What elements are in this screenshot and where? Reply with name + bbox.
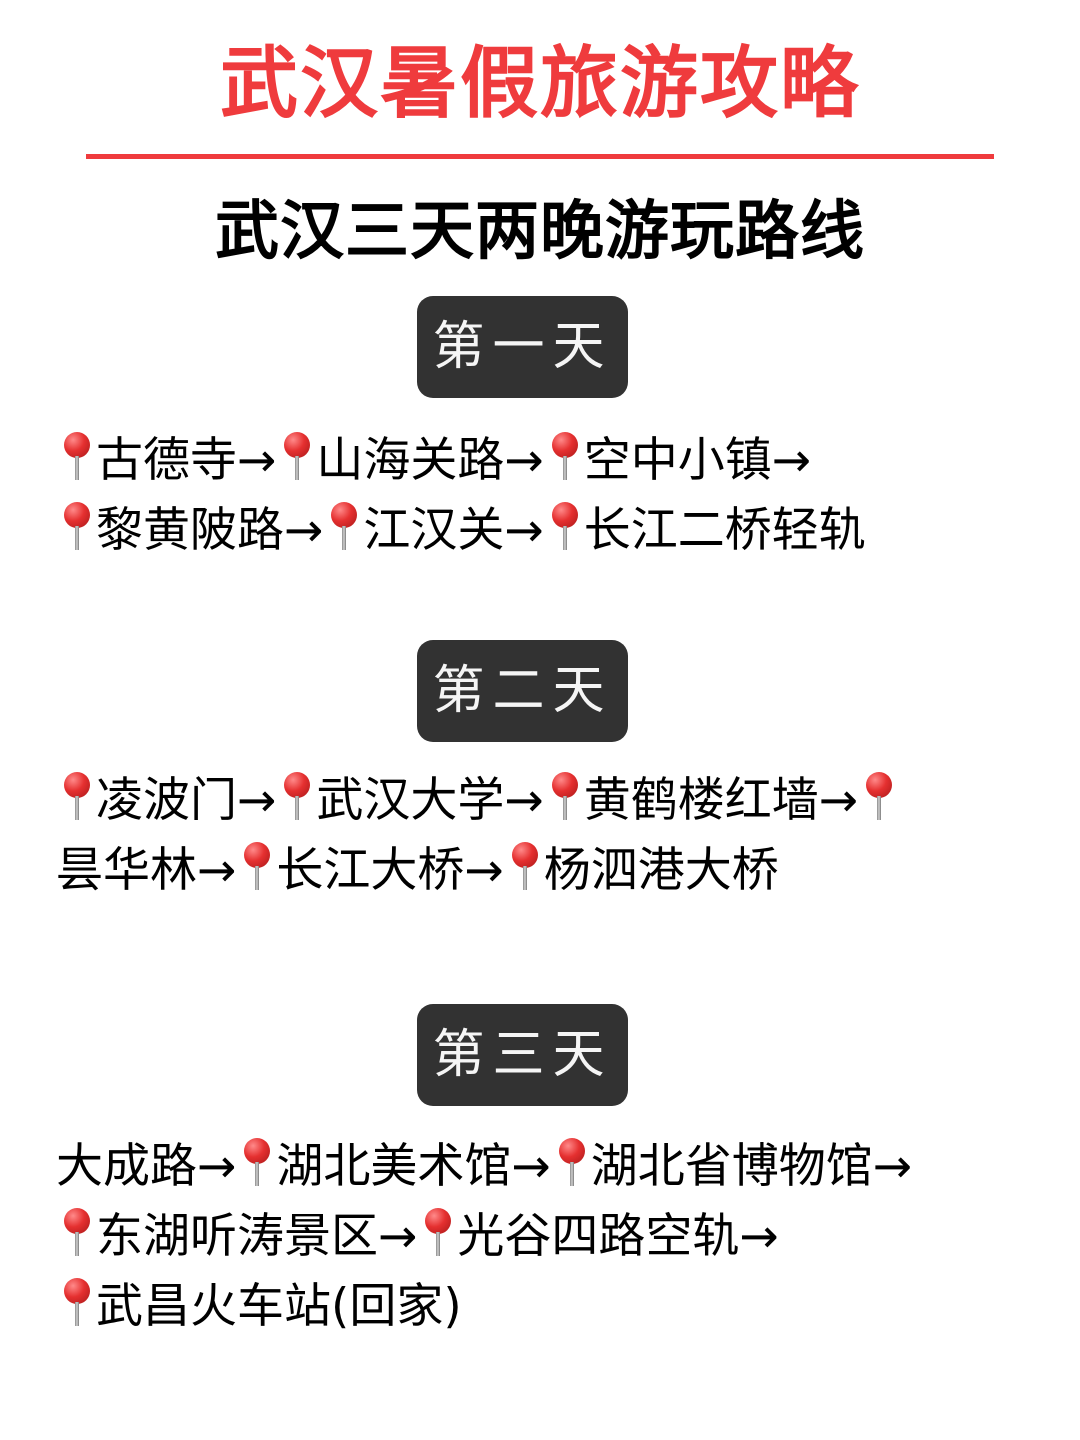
round-pushpin-icon [56, 1206, 96, 1256]
arrow-icon: → [237, 433, 277, 488]
arrow-icon: → [504, 433, 544, 488]
round-pushpin-icon [56, 1276, 96, 1326]
day-1-route: 古德寺→山海关路→空中小镇→黎黄陂路→江汉关→长江二桥轻轨 [56, 426, 1036, 566]
round-pushpin-icon [544, 500, 584, 550]
arrow-icon: → [378, 1209, 418, 1264]
arrow-icon: → [504, 773, 544, 828]
round-pushpin-icon [504, 840, 544, 890]
round-pushpin-icon [56, 770, 96, 820]
route-line: 大成路→湖北美术馆→湖北省博物馆→ [56, 1132, 1036, 1202]
route-stop: 长江二桥轻轨 [583, 503, 866, 558]
round-pushpin-icon [56, 430, 96, 480]
day-1-badge: 第一天 [417, 296, 628, 398]
day-3-route: 大成路→湖北美术馆→湖北省博物馆→东湖听涛景区→光谷四路空轨→武昌火车站(回家) [56, 1132, 1036, 1342]
round-pushpin-icon [551, 1136, 591, 1186]
round-pushpin-icon [236, 840, 276, 890]
title-divider [86, 154, 994, 159]
arrow-icon: → [464, 843, 504, 898]
round-pushpin-icon [417, 1206, 457, 1256]
arrow-icon: → [197, 1139, 237, 1194]
round-pushpin-icon [323, 500, 363, 550]
arrow-icon: → [504, 503, 544, 558]
route-stop: 武汉大学 [316, 773, 505, 828]
route-stop: 湖北省博物馆 [590, 1139, 873, 1194]
round-pushpin-icon [544, 770, 584, 820]
day-3-badge: 第三天 [417, 1004, 628, 1106]
route-stop: 杨泗港大桥 [543, 843, 779, 898]
round-pushpin-icon [544, 430, 584, 480]
arrow-icon: → [818, 773, 859, 828]
arrow-icon: → [739, 1209, 779, 1264]
route-stop: 东湖听涛景区 [96, 1209, 378, 1264]
round-pushpin-icon [236, 1136, 276, 1186]
day-2-badge: 第二天 [417, 640, 628, 742]
arrow-icon: → [197, 843, 237, 898]
arrow-icon: → [284, 503, 324, 558]
round-pushpin-icon [56, 500, 96, 550]
route-line: 东湖听涛景区→光谷四路空轨→ [56, 1202, 1036, 1272]
route-line: 黎黄陂路→江汉关→长江二桥轻轨 [56, 496, 1036, 566]
route-stop: 空中小镇 [583, 433, 772, 488]
route-stop: 武昌火车站(回家) [96, 1279, 462, 1334]
route-line: 凌波门→武汉大学→黄鹤楼红墙→ [56, 766, 1036, 836]
arrow-icon: → [237, 773, 277, 828]
route-stop: 光谷四路空轨 [457, 1209, 740, 1264]
route-stop: 黎黄陂路 [96, 503, 284, 558]
arrow-icon: → [872, 1139, 913, 1194]
page-title: 武汉暑假旅游攻略 [219, 38, 860, 129]
arrow-icon: → [771, 433, 812, 488]
round-pushpin-icon [276, 770, 316, 820]
route-stop: 大成路 [56, 1139, 197, 1194]
route-stop: 黄鹤楼红墙 [583, 773, 819, 828]
route-stop: 山海关路 [316, 433, 505, 488]
arrow-icon: → [511, 1139, 551, 1194]
round-pushpin-icon [858, 770, 898, 820]
route-stop: 昙华林 [56, 843, 197, 898]
page-subtitle: 武汉三天两晚游玩路线 [215, 195, 865, 269]
route-line: 昙华林→长江大桥→杨泗港大桥 [56, 836, 1036, 906]
day-2-route: 凌波门→武汉大学→黄鹤楼红墙→昙华林→长江大桥→杨泗港大桥 [56, 766, 1036, 906]
round-pushpin-icon [276, 430, 316, 480]
route-line: 武昌火车站(回家) [56, 1272, 1036, 1342]
route-stop: 长江大桥 [276, 843, 465, 898]
route-stop: 古德寺 [96, 433, 237, 488]
route-line: 古德寺→山海关路→空中小镇→ [56, 426, 1036, 496]
route-stop: 江汉关 [363, 503, 505, 558]
route-stop: 湖北美术馆 [276, 1139, 512, 1194]
route-stop: 凌波门 [96, 773, 237, 828]
